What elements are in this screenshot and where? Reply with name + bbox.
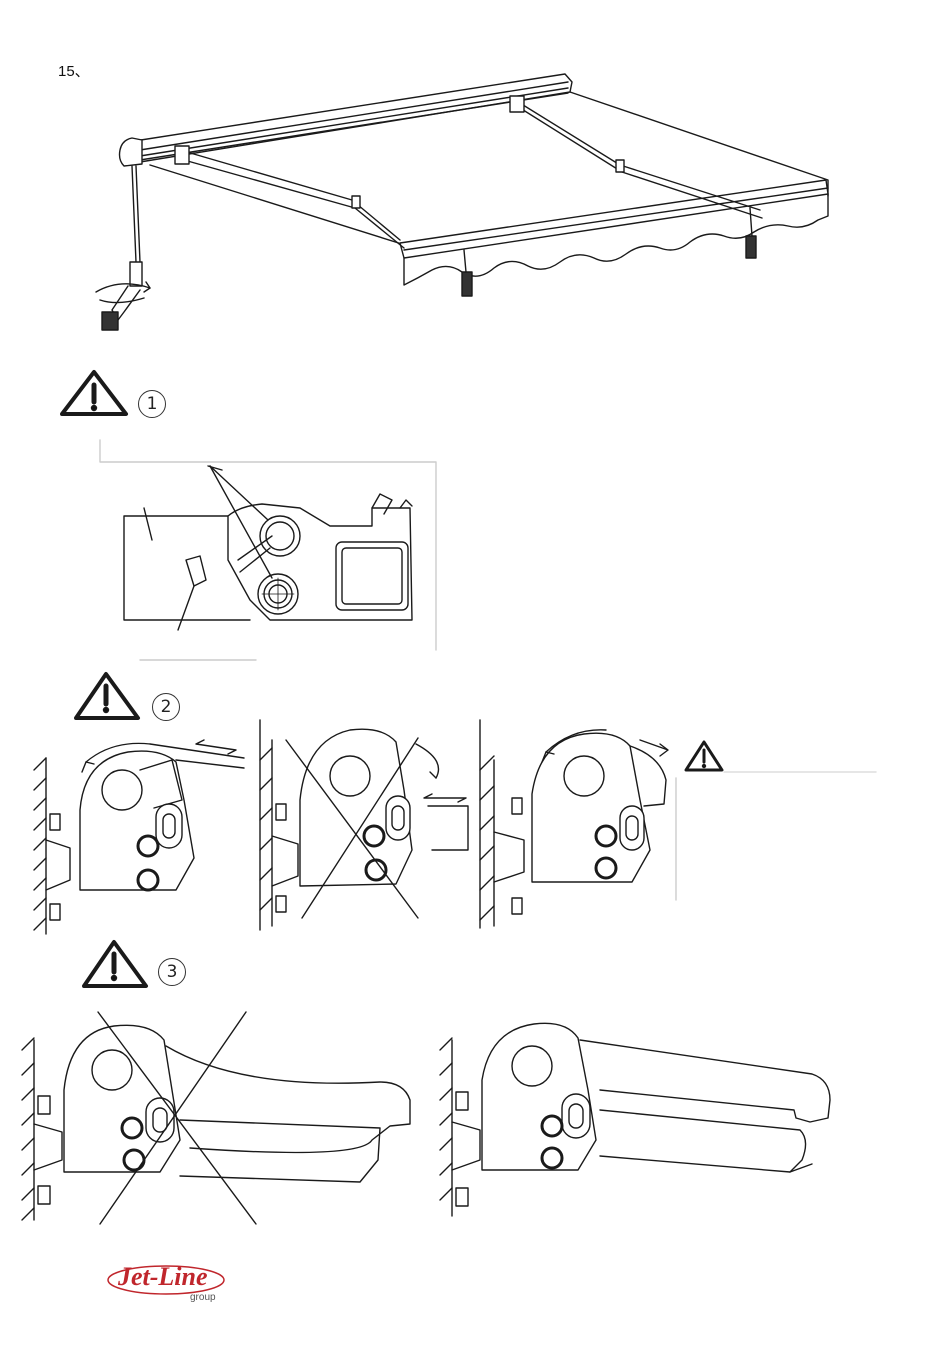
warning-marker-2: 2 <box>152 693 180 721</box>
bracket-detail-1 <box>100 440 436 660</box>
warning-marker-3: 3 <box>158 958 186 986</box>
warning-triangle-icon <box>84 942 146 986</box>
logo-subtext: group <box>190 1292 216 1303</box>
arm-bracket-illustration-wrong <box>22 1012 410 1224</box>
warning-marker-1: 1 <box>138 390 166 418</box>
warning-triangle-icon <box>62 372 126 414</box>
arm-bracket-illustration <box>34 740 244 934</box>
warning-triangle-icon <box>76 674 138 718</box>
logo-wordmark: Jet-Line <box>118 1262 208 1292</box>
arm-bracket-illustration-wrong <box>260 720 468 930</box>
awning-illustration <box>96 74 828 330</box>
warning-triangle-icon <box>686 742 722 770</box>
arm-bracket-illustration-folded <box>480 720 676 928</box>
arm-bracket-illustration-correct <box>440 1023 830 1216</box>
